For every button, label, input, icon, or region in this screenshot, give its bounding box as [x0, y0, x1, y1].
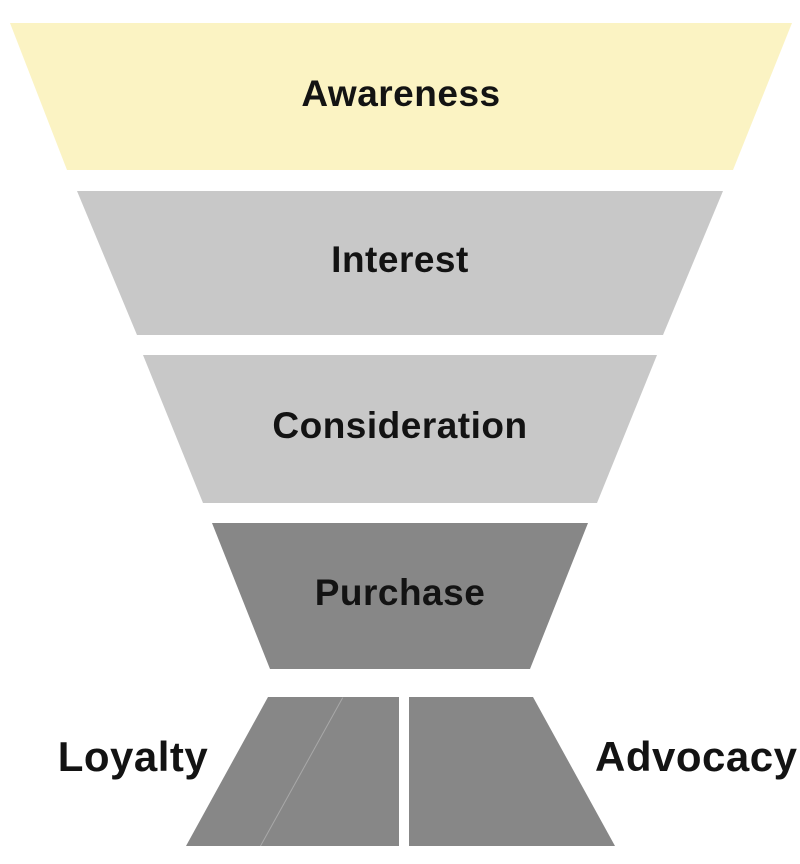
stage-label-advocacy: Advocacy: [595, 733, 798, 780]
funnel-stage-interest: Interest: [77, 191, 723, 335]
stage-label-consideration: Consideration: [272, 405, 528, 446]
funnel-stage-awareness: Awareness: [10, 23, 792, 170]
funnel-stage-consideration: Consideration: [143, 355, 657, 503]
seam-line: [259, 697, 344, 846]
stage-label-awareness: Awareness: [301, 72, 501, 114]
funnel-stage-advocacy-shape: [409, 697, 615, 846]
stage-label-purchase: Purchase: [314, 572, 486, 613]
stage-label-loyalty: Loyalty: [57, 733, 209, 780]
stage-label-interest: Interest: [331, 239, 469, 280]
funnel-stage-purchase: Purchase: [212, 523, 588, 669]
